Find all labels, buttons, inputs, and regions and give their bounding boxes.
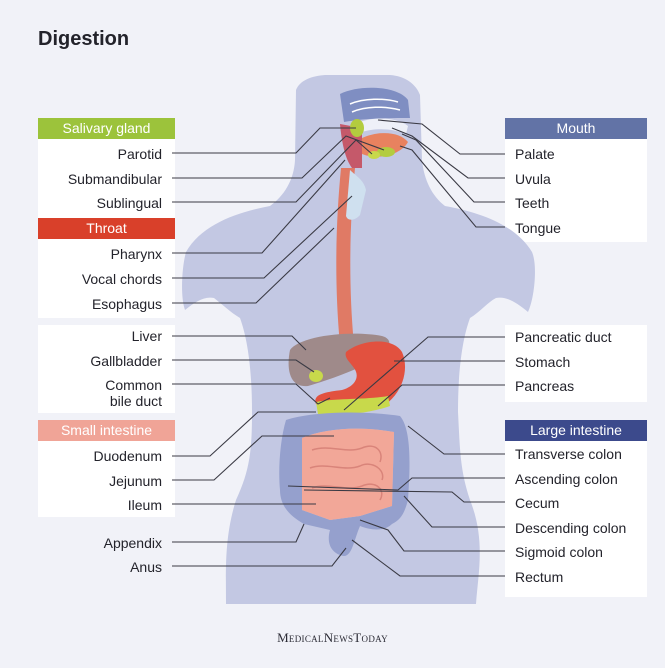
- gallbladder-shape: [309, 370, 323, 382]
- label-submandibular: Submandibular: [68, 171, 162, 187]
- label-uvula: Uvula: [515, 171, 551, 187]
- label-sigmoid-colon: Sigmoid colon: [515, 544, 603, 560]
- label-sublingual: Sublingual: [97, 195, 162, 211]
- label-parotid: Parotid: [118, 146, 162, 162]
- label-pancreas: Pancreas: [515, 378, 574, 394]
- label-rectum: Rectum: [515, 569, 563, 585]
- label-duodenum: Duodenum: [94, 448, 163, 464]
- label-esophagus: Esophagus: [92, 296, 162, 312]
- label-transverse-colon: Transverse colon: [515, 446, 622, 462]
- label-cecum: Cecum: [515, 495, 559, 511]
- small-intestine-shape: [302, 429, 394, 520]
- label-pharynx: Pharynx: [111, 246, 162, 262]
- label-gallbladder: Gallbladder: [90, 353, 162, 369]
- brand-logo: MedicalNewsToday: [0, 630, 665, 646]
- label-teeth: Teeth: [515, 195, 549, 211]
- label-pancreatic-duct: Pancreatic duct: [515, 329, 612, 345]
- label-tongue: Tongue: [515, 220, 561, 236]
- label-stomach: Stomach: [515, 354, 570, 370]
- label-vocal-chords: Vocal chords: [82, 271, 162, 287]
- label-appendix: Appendix: [104, 535, 162, 551]
- label-common-bile-duct-line1: Common: [105, 377, 162, 393]
- label-jejunum: Jejunum: [109, 473, 162, 489]
- label-ileum: Ileum: [128, 497, 162, 513]
- label-palate: Palate: [515, 146, 555, 162]
- label-ascending-colon: Ascending colon: [515, 471, 618, 487]
- brand-text: MedicalNewsToday: [277, 630, 388, 645]
- label-descending-colon: Descending colon: [515, 520, 626, 536]
- label-liver: Liver: [132, 328, 162, 344]
- label-common-bile-duct-line2: bile duct: [110, 393, 162, 409]
- label-anus: Anus: [130, 559, 162, 575]
